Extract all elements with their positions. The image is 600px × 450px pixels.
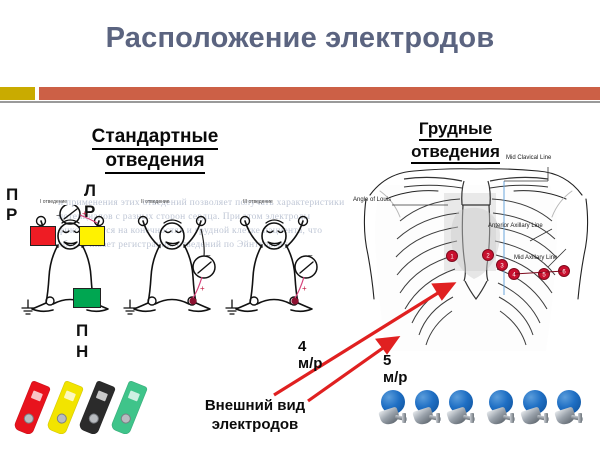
electrode-pad-right-arm [30, 226, 56, 246]
limb-lead-figure-1: − + [21, 205, 109, 315]
svg-text:5: 5 [542, 273, 546, 279]
accent-grey-line [0, 101, 600, 103]
svg-text:1: 1 [450, 255, 454, 261]
label-left-arm-line2: Р [84, 202, 96, 221]
standard-leads-heading-line2: отведения [105, 150, 205, 174]
svg-text:3: 3 [500, 264, 504, 270]
electrodes-photo-caption-line2: электродов [211, 416, 299, 433]
label-right-arm-line1: П [6, 185, 19, 204]
lead-label-3: III отведение [243, 199, 273, 205]
label-angle-of-louis: Angle of Louis [353, 197, 392, 203]
lead-label-2: II отведение [141, 199, 170, 205]
chest-leads-heading-line1: Грудные [418, 118, 493, 141]
label-left-arm-line1: Л [84, 181, 96, 200]
chest-leads-heading: Грудные отведения [368, 118, 543, 164]
svg-text:+: + [200, 284, 205, 293]
label-left-leg-line2: Н [76, 342, 89, 361]
suction-electrode [554, 390, 584, 440]
chest-electrodes: 1 2 3 4 5 6 [446, 249, 570, 280]
callout-5-unit: м/р [383, 369, 408, 386]
accent-gold-block [0, 87, 35, 100]
electrode-pad-left-leg [73, 288, 101, 308]
svg-text:+: + [302, 284, 307, 293]
limb-lead-figure-3: − + [225, 215, 318, 315]
electrode-pad-left-arm [79, 226, 105, 246]
title-accent-rule [0, 87, 600, 103]
svg-text:−: − [308, 251, 313, 260]
limb-lead-figure-2: − + [123, 215, 216, 315]
svg-text:2: 2 [486, 254, 490, 260]
callout-4-intercostal: 4 м/р [298, 338, 322, 372]
pointer-arrows [273, 282, 457, 403]
electrodes-photo-caption-line1: Внешний вид [204, 397, 306, 414]
label-mid-clavicular-line: Mid Clavical Line [506, 155, 552, 161]
callout-4-number: 4 [298, 338, 307, 355]
clamp-electrode-green [109, 380, 149, 436]
label-mid-axillary-line: Mid Axillary Line [514, 255, 558, 261]
lead-label-1: I отведение [40, 199, 68, 205]
thorax-diagram: 1 2 3 4 5 6 Mid Clavical Line Angle of L… [352, 155, 600, 355]
suction-electrode [486, 390, 516, 440]
callout-5-intercostal: 5 м/р [383, 352, 407, 386]
callout-4-unit: м/р [298, 355, 323, 372]
label-anterior-axillary-line: Anterior Axillary Line [488, 223, 543, 229]
callout-5-number: 5 [383, 352, 392, 369]
standard-leads-heading: Стандартные отведения [40, 126, 270, 174]
clamp-electrode-red [12, 380, 52, 436]
suction-electrode [378, 390, 408, 440]
svg-text:+: + [82, 209, 87, 218]
svg-text:4: 4 [512, 273, 516, 279]
chest-leads-heading-line2: отведения [411, 141, 500, 164]
limb-clamp-electrodes-photo [8, 378, 158, 440]
page-title: Расположение электродов [105, 22, 495, 54]
clamp-electrode-yellow [45, 380, 85, 436]
suction-electrode [520, 390, 550, 440]
label-right-arm-line2: Р [6, 205, 18, 224]
label-left-leg-line1: П [76, 321, 89, 340]
standard-leads-heading-line1: Стандартные [91, 126, 219, 150]
suction-electrode [412, 390, 442, 440]
clamp-electrode-black [77, 380, 117, 436]
svg-text:−: − [206, 251, 211, 260]
suction-electrode [446, 390, 476, 440]
accent-orange-bar [39, 87, 600, 100]
svg-text:−: − [56, 211, 61, 220]
chest-suction-electrodes-photo [378, 390, 594, 445]
electrodes-photo-caption: Внешний вид электродов [150, 396, 360, 434]
svg-text:6: 6 [562, 270, 566, 276]
